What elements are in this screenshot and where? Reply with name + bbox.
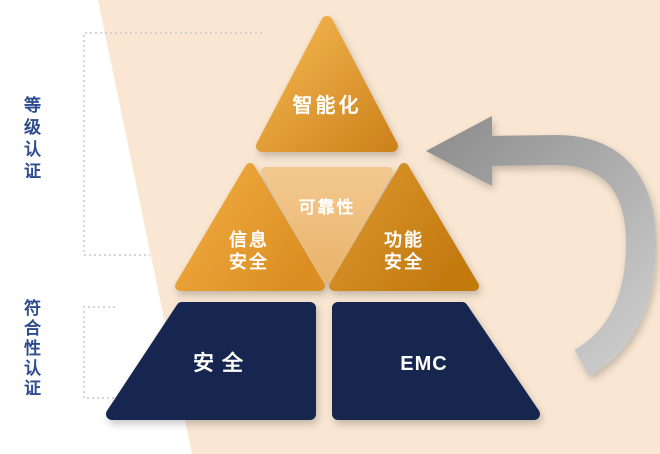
triangle-info-security-label-line1: 信息 bbox=[229, 229, 269, 250]
triangle-intelligence-label: 智能化 bbox=[293, 93, 362, 117]
triangle-functional-safety-label-line2: 安全 bbox=[384, 251, 424, 272]
triangle-functional-safety-label-line1: 功能 bbox=[384, 229, 424, 250]
triangle-functional-safety bbox=[329, 163, 479, 291]
curved-arrow bbox=[426, 116, 657, 376]
trapezoid-safety bbox=[106, 302, 316, 420]
triangle-reliability bbox=[261, 167, 393, 283]
conformity-certification-bracket bbox=[83, 306, 115, 399]
curved-arrow-head bbox=[426, 116, 492, 186]
conformity-certification-label: 符合性认证 bbox=[21, 299, 40, 399]
triangle-reliability-label: 可靠性 bbox=[299, 197, 356, 217]
triangle-info-security-label-line2: 安全 bbox=[229, 251, 269, 272]
trapezoid-emc-label: EMC bbox=[400, 353, 447, 375]
pyramid-shapes: 智能化 信息 安全 可靠性 功能 安全 安全 EMC bbox=[106, 16, 540, 420]
grade-certification-label: 等级认证 bbox=[21, 96, 40, 184]
curved-arrow-shaft bbox=[485, 134, 657, 376]
triangle-intelligence bbox=[256, 16, 398, 152]
triangle-info-security bbox=[175, 163, 325, 291]
trapezoid-emc bbox=[332, 302, 540, 420]
trapezoid-safety-label: 安全 bbox=[193, 351, 251, 375]
